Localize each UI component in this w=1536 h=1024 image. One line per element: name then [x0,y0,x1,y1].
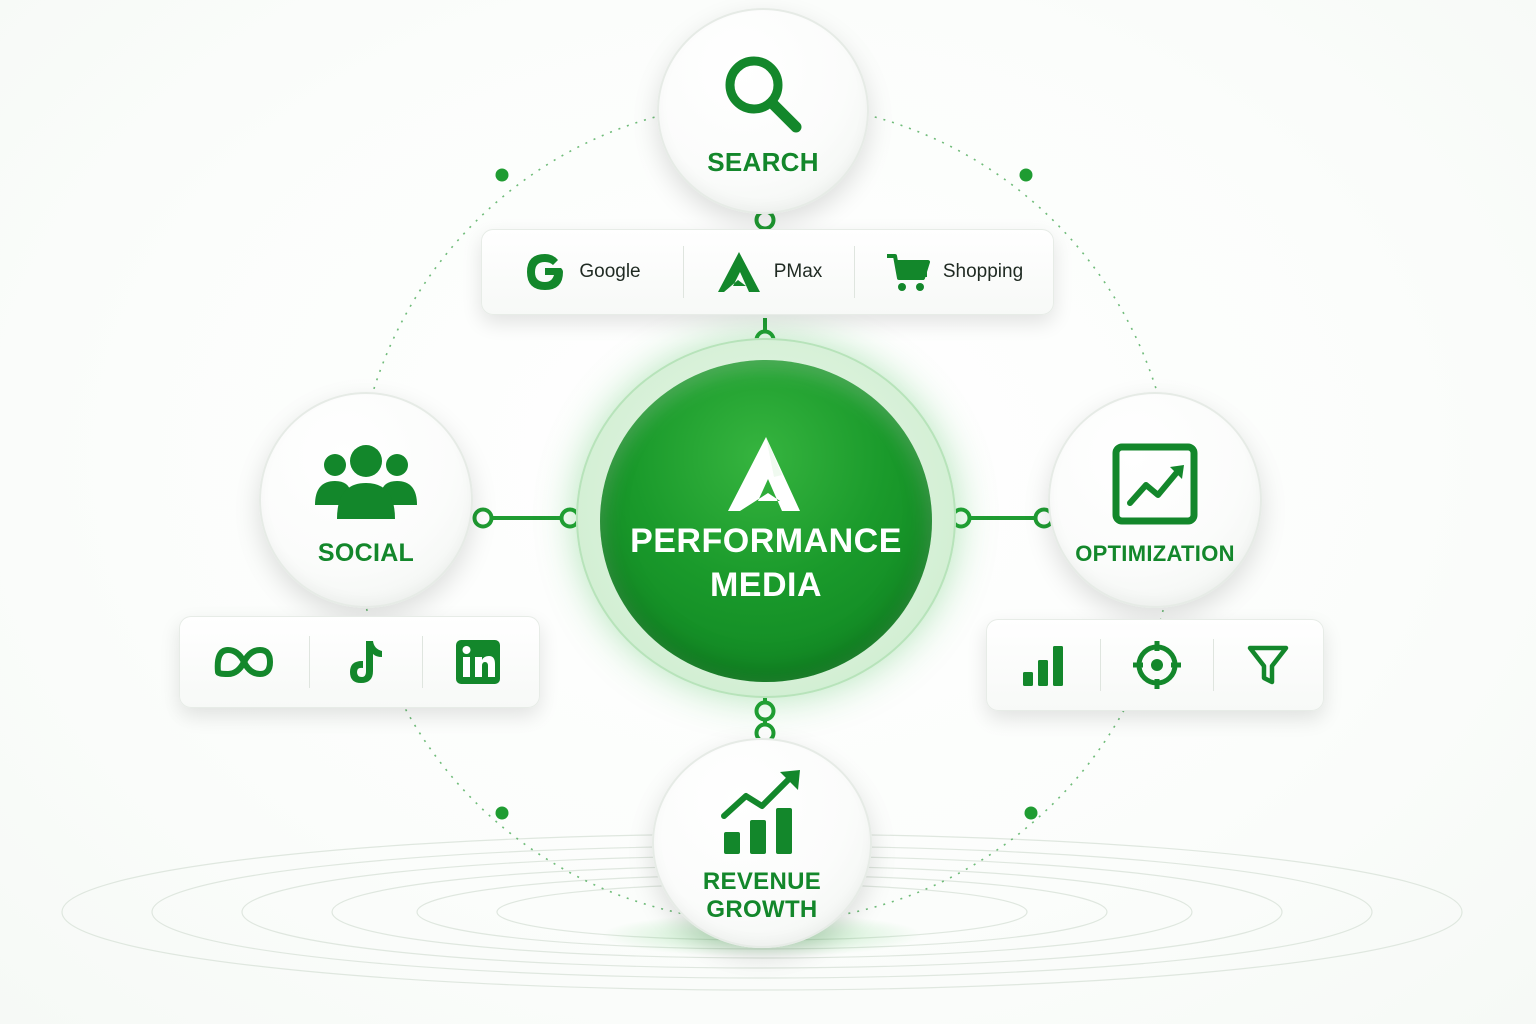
performance-media-hub: PERFORMANCE MEDIA [600,360,932,682]
growth-bars-icon [721,769,800,854]
brand-a-logo-icon [728,436,800,511]
revenue-label-line1: REVENUE [702,867,822,895]
orbit-dots [495,168,1038,820]
google-g-icon [527,254,564,290]
revenue-growth-label: REVENUE GROWTH [703,868,821,925]
bar-chart-icon [1023,646,1063,686]
hub-title-line2: MEDIA [709,566,823,604]
channel-shopping[interactable]: Shopping [855,229,1053,315]
linkedin-icon [456,640,500,684]
target-icon [1133,641,1181,689]
channel-google[interactable]: Google [481,229,683,315]
social-label: SOCIAL [317,539,415,568]
pmax-label: PMax [773,261,823,282]
revenue-growth-node[interactable]: REVENUE GROWTH [652,738,872,948]
tool-funnel[interactable] [1214,619,1322,711]
divider [309,636,310,688]
tool-target[interactable] [1101,619,1213,711]
meta-icon [214,647,273,677]
optimization-label: OPTIMIZATION [1075,541,1235,567]
search-label: SEARCH [707,146,819,177]
google-label: Google [579,261,641,282]
pmax-a-icon [717,252,760,292]
people-group-icon [315,445,417,520]
divider [422,636,423,688]
divider [683,246,684,298]
shopping-label: Shopping [942,261,1024,282]
revenue-label-line2: GROWTH [706,896,818,923]
social-node[interactable]: SOCIAL [259,392,473,608]
divider [1100,639,1101,691]
search-channels-bar: Google PMax Shopping [481,229,1054,315]
tool-bar-chart[interactable] [986,619,1100,711]
hub-title: PERFORMANCE MEDIA [630,519,902,607]
optimization-tools-bar [986,619,1324,711]
trend-chart-icon [1112,443,1198,525]
channel-linkedin[interactable] [423,616,533,708]
tiktok-icon [350,641,382,683]
magnifier-icon [725,56,802,133]
divider [854,246,855,298]
channel-pmax[interactable]: PMax [684,229,854,315]
social-channels-bar [179,616,540,708]
channel-tiktok[interactable] [310,616,422,708]
funnel-icon [1247,645,1289,685]
optimization-node[interactable]: OPTIMIZATION [1048,392,1262,608]
channel-meta[interactable] [179,616,309,708]
divider [1213,639,1214,691]
hub-title-line1: PERFORMANCE [630,521,902,560]
search-node[interactable]: SEARCH [657,8,869,214]
shopping-cart-icon [886,254,930,291]
